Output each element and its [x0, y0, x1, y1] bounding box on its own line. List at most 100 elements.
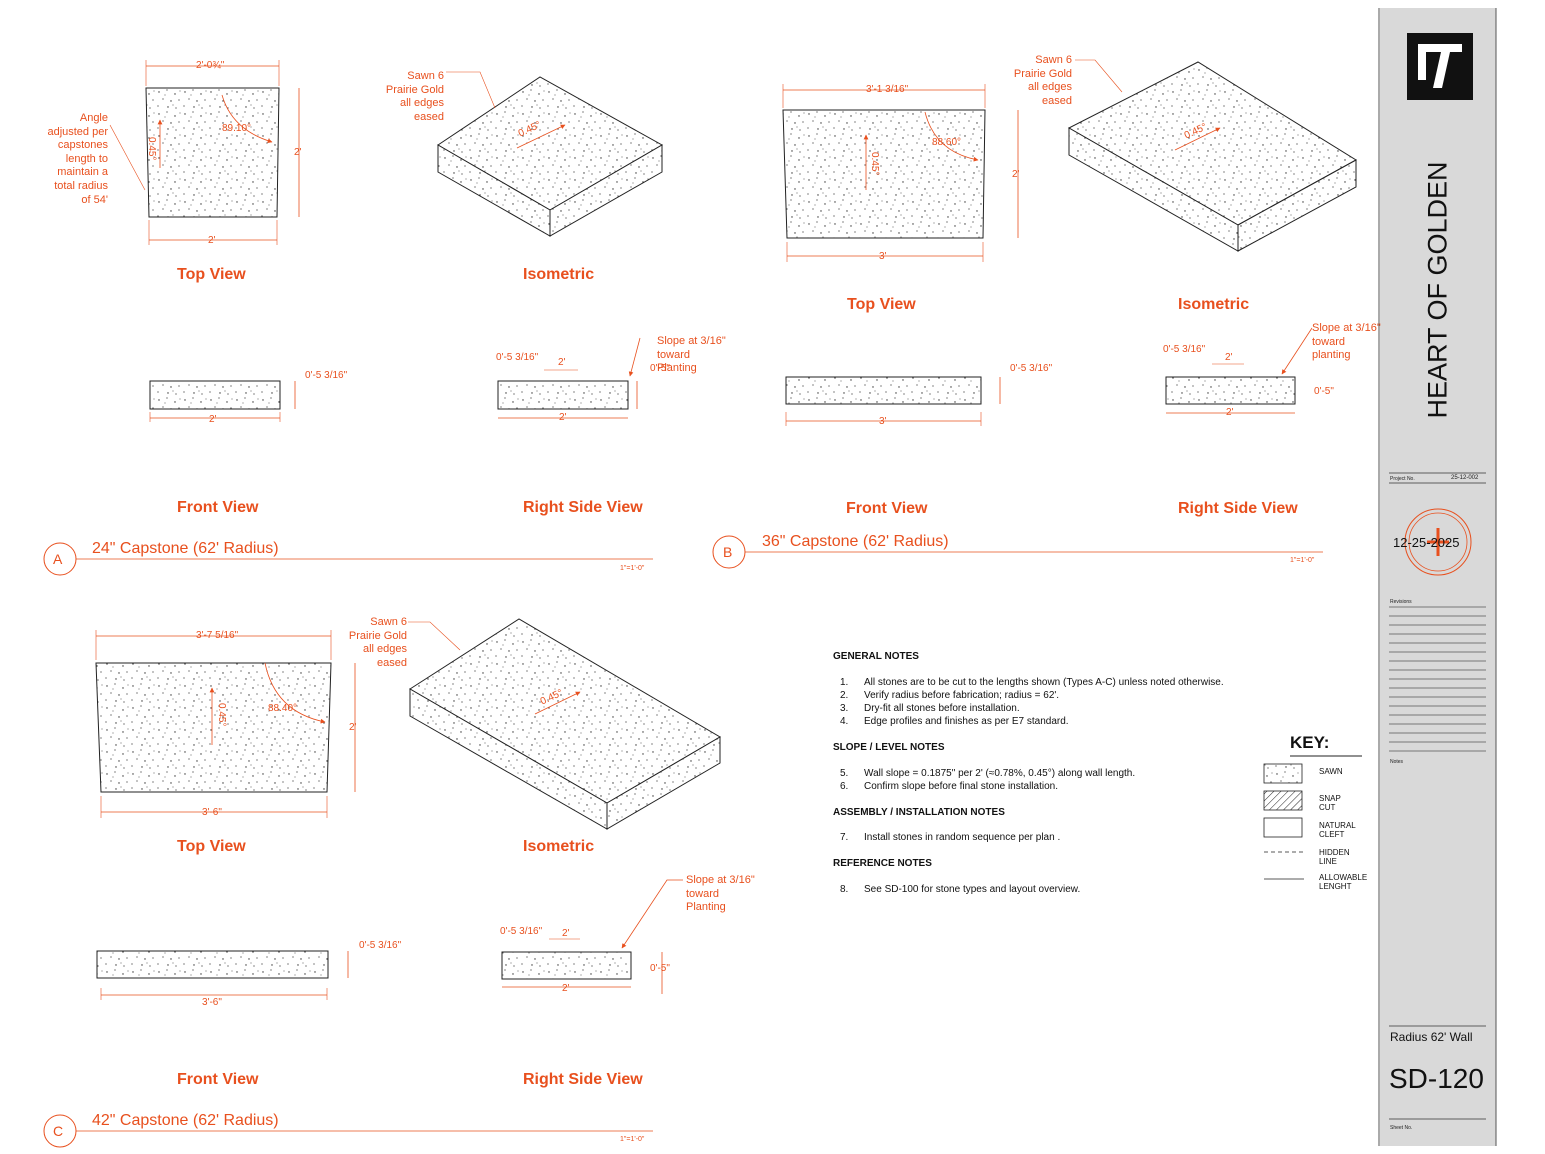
b-angle-dim: 88.60°	[932, 137, 962, 148]
c-slope-note: Slope at 3/16" toward Planting	[686, 874, 755, 914]
revisions-label: Revisions	[1390, 599, 1412, 605]
b-front-height-dim: 0'-5 3/16"	[1010, 363, 1053, 374]
b-top-view-title: Top View	[847, 296, 916, 313]
sheet-title: Radius 62' Wall	[1390, 1030, 1473, 1044]
b-section-title: 36" Capstone (62' Radius)	[762, 533, 949, 550]
note-number: 7.	[840, 832, 849, 843]
c-iso-note: Sawn 6 Prairie Gold all edges eased	[348, 616, 407, 669]
c-iso-right-face	[606, 736, 721, 830]
c-section-letter: C	[53, 1123, 64, 1139]
c-side-view-title: Right Side View	[523, 1071, 643, 1088]
b-side-top-dim: 2'	[1225, 352, 1233, 363]
c-top-width-dim: 3'-7 5/16"	[196, 630, 239, 641]
section-b	[712, 59, 1357, 569]
a-top-view-shape	[145, 87, 280, 218]
c-depth-dim: 2'	[349, 722, 357, 733]
b-section-letter: B	[723, 544, 733, 560]
key-title: KEY:	[1290, 733, 1330, 752]
a-bottom-width-dim: 2'	[208, 235, 216, 246]
sheet-number: SD-120	[1389, 1063, 1484, 1094]
note-number: 8.	[840, 884, 849, 895]
a-section-title: 24" Capstone (62' Radius)	[92, 540, 279, 557]
stamp-date: 12-25-2025	[1393, 535, 1460, 550]
b-slope-dim: 0.45°	[869, 152, 880, 176]
key-swatch-hatch	[1263, 790, 1303, 811]
section-c	[43, 618, 721, 1148]
c-side-width-dim: 2'	[562, 983, 570, 994]
notes-heading-reference: REFERENCE NOTES	[833, 858, 932, 869]
c-front-view-title: Front View	[177, 1071, 259, 1088]
a-angle-dim: 89.10°	[222, 123, 252, 134]
a-top-width-dim: 2'-0¾"	[196, 60, 225, 71]
c-side-view-shape	[501, 951, 632, 980]
key-label-sawn: SAWN	[1319, 767, 1343, 776]
stamp-inner-circle	[1408, 512, 1468, 572]
b-iso-note: Sawn 6 Prairie Gold all edges eased	[1013, 54, 1072, 107]
key-label-hidden-line: HIDDEN LINE	[1319, 848, 1350, 866]
b-iso-right-face	[1237, 159, 1357, 252]
key-swatch-blank	[1263, 817, 1303, 838]
b-side-low-dim: 0'-5"	[1314, 386, 1334, 397]
a-depth-dim: 2'	[294, 147, 302, 158]
b-depth-dim: 2'	[1012, 169, 1020, 180]
a-section-letter: A	[53, 551, 63, 567]
a-slope-note: Slope at 3/16" toward Planting	[657, 335, 726, 375]
a-side-view-title: Right Side View	[523, 499, 643, 516]
c-front-height-dim: 0'-5 3/16"	[359, 940, 402, 951]
notes-heading-slope: SLOPE / LEVEL NOTES	[833, 742, 945, 753]
b-slope-note: Slope at 3/16" toward planting	[1312, 322, 1381, 362]
a-top-view-title: Top View	[177, 266, 246, 283]
a-front-width-dim: 2'	[209, 414, 217, 425]
notes-label: Notes	[1390, 759, 1404, 765]
note-text: Edge profiles and finishes as per E7 sta…	[864, 716, 1069, 727]
note-text: All stones are to be cut to the lengths …	[864, 677, 1224, 688]
a-side-low-dim: 0'-5"	[650, 363, 670, 374]
b-front-width-dim: 3'	[879, 416, 887, 427]
note-text: See SD-100 for stone types and layout ov…	[864, 884, 1081, 895]
c-side-height-dim: 0'-5 3/16"	[500, 926, 543, 937]
c-angle-dim: 88.40°	[268, 703, 298, 714]
key-swatches	[1263, 755, 1362, 880]
key-label-allowable-length: ALLOWABLE LENGHT	[1319, 873, 1368, 891]
a-iso-note: Sawn 6 Prairie Gold all edges eased	[385, 70, 444, 123]
c-top-view-title: Top View	[177, 838, 246, 855]
a-side-top-dim: 2'	[558, 357, 566, 368]
notes-heading-general: GENERAL NOTES	[833, 651, 919, 662]
a-side-view-shape	[497, 380, 629, 410]
notes-heading-assembly: ASSEMBLY / INSTALLATION NOTES	[833, 807, 1005, 818]
note-number: 1.	[840, 677, 849, 688]
project-name: HEART OF GOLDEN	[1422, 161, 1453, 419]
project-no: 25-12-002	[1451, 475, 1479, 481]
a-slope-dim: 0.45°	[146, 137, 157, 161]
b-iso-title: Isometric	[1178, 296, 1250, 313]
a-angle-note: Angle adjusted per capstones length to m…	[47, 112, 108, 206]
a-side-height-dim: 0'-5 3/16"	[496, 352, 539, 363]
note-text: Wall slope = 0.1875" per 2' (≈0.78%, 0.4…	[864, 768, 1136, 779]
c-bottom-width-dim: 3'-6"	[202, 807, 222, 818]
b-side-view-title: Right Side View	[1178, 500, 1298, 517]
c-front-width-dim: 3'-6"	[202, 997, 222, 1008]
section-a	[43, 60, 664, 576]
note-number: 3.	[840, 703, 849, 714]
stamp-outer-circle	[1404, 508, 1472, 576]
b-bottom-width-dim: 3'	[879, 251, 887, 262]
c-section-title: 42" Capstone (62' Radius)	[92, 1112, 279, 1129]
b-front-view-shape	[785, 376, 982, 405]
c-scale: 1"=1'-0"	[620, 1136, 645, 1143]
a-front-view-title: Front View	[177, 499, 259, 516]
a-scale: 1"=1'-0"	[620, 565, 645, 572]
b-top-width-dim: 3'-1 3/16"	[866, 84, 909, 95]
b-front-view-title: Front View	[846, 500, 928, 517]
note-text: Verify radius before fabrication; radius…	[864, 690, 1060, 701]
sheet-no-label: Sheet No.	[1390, 1125, 1413, 1131]
a-iso-right-face	[549, 144, 663, 237]
notes-panel: GENERAL NOTES 1. All stones are to be cu…	[833, 651, 1273, 901]
c-front-view-shape	[96, 950, 329, 979]
note-text: Dry-fit all stones before installation.	[864, 703, 1020, 714]
note-text: Confirm slope before final stone install…	[864, 781, 1058, 792]
note-number: 4.	[840, 716, 849, 727]
b-side-height-dim: 0'-5 3/16"	[1163, 344, 1206, 355]
revision-lines	[1389, 606, 1486, 752]
c-side-top-dim: 2'	[562, 928, 570, 939]
